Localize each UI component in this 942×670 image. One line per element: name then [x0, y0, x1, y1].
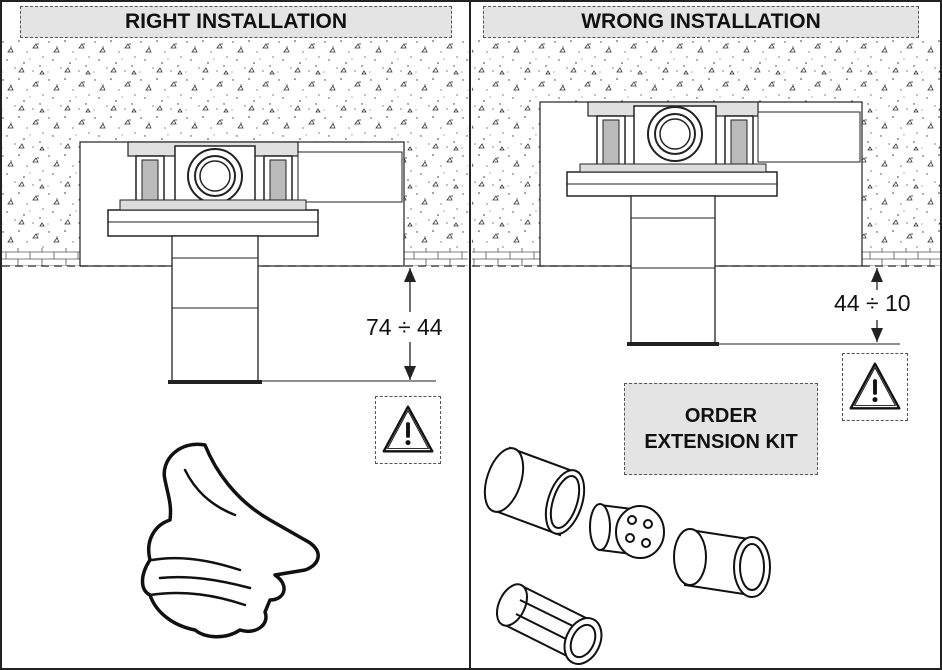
left-dimension-line: [258, 268, 436, 382]
kit-hex-fitting: [495, 583, 603, 665]
thumbs-up-icon: [140, 442, 320, 639]
warning-triangle-icon: [375, 396, 441, 464]
extension-kit-parts: [483, 446, 771, 665]
right-dimension-line: [715, 268, 900, 345]
right-dimension-label: 44 ÷ 10: [832, 290, 913, 317]
kit-ring: [673, 528, 771, 598]
wrong-installation-title: WRONG INSTALLATION: [483, 6, 919, 38]
kit-adapter: [589, 503, 665, 559]
right-device: [566, 101, 861, 346]
right-installation-title: RIGHT INSTALLATION: [20, 6, 452, 38]
order-line-2: EXTENSION KIT: [644, 431, 798, 453]
left-dimension-label: 74 ÷ 44: [364, 314, 445, 341]
left-device: [107, 141, 403, 384]
order-line-1: ORDER: [684, 405, 758, 427]
warning-triangle-icon: [842, 353, 908, 421]
order-extension-kit-box: ORDER EXTENSION KIT: [624, 383, 818, 475]
kit-sleeve: [483, 446, 586, 537]
